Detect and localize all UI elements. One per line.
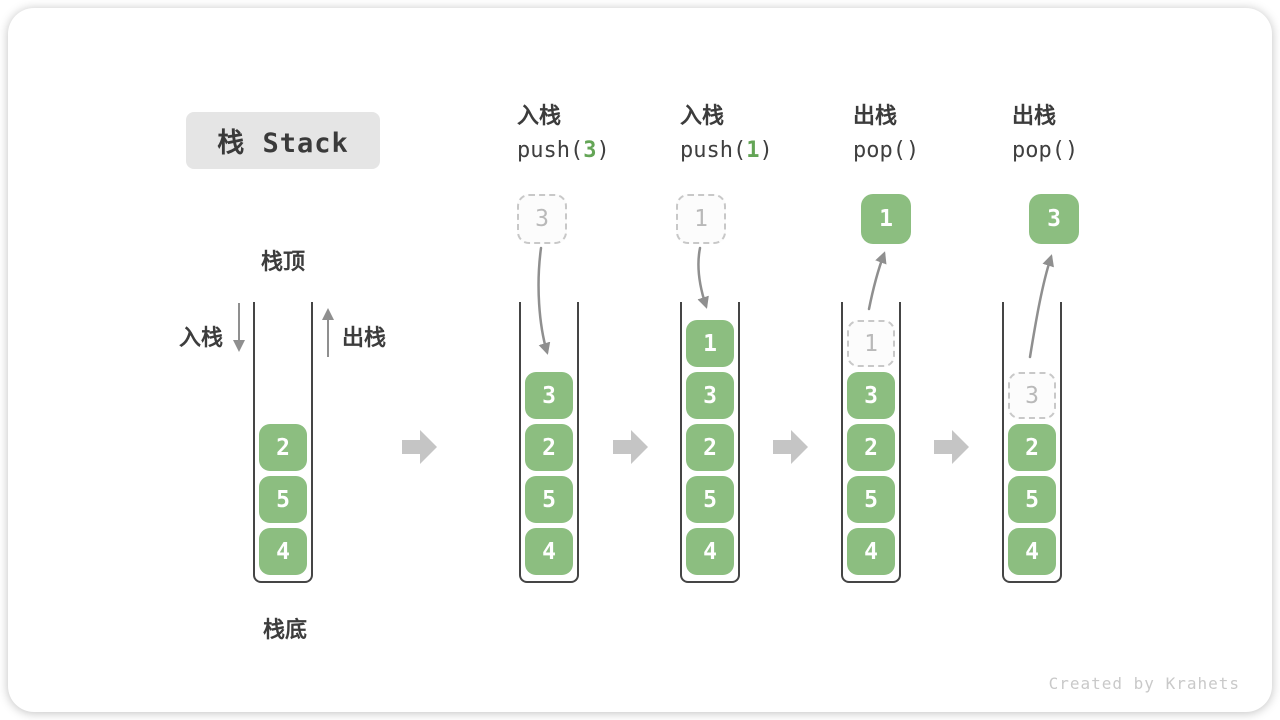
label-push-side: 入栈 — [179, 326, 224, 351]
op-code-post: ) — [1064, 138, 1079, 164]
label-stack-top: 栈顶 — [260, 250, 306, 275]
stack-cell: 3 — [686, 372, 734, 419]
op-label-pop-3: 出栈 pop() — [1012, 104, 1078, 163]
stack-cell: 3 — [525, 372, 573, 419]
push-curve-arrow-icon — [537, 246, 551, 355]
diagram-title: 栈 Stack — [186, 112, 380, 169]
stack-cell: 5 — [259, 476, 307, 523]
stack-cell: 3 — [847, 372, 895, 419]
op-code-pre: push( — [680, 138, 747, 164]
diagram-title-text: 栈 Stack — [217, 128, 349, 159]
stack-cell-ghost: 3 — [1008, 372, 1056, 419]
op-label-push-3: 入栈 push(3) — [517, 104, 610, 163]
stack-container-5 — [1002, 302, 1062, 583]
stack-cell: 4 — [259, 528, 307, 575]
op-label-push-1: 入栈 push(1) — [680, 104, 773, 163]
stack-cell: 4 — [847, 528, 895, 575]
op-code: pop() — [1012, 138, 1078, 163]
stack-cell: 4 — [686, 528, 734, 575]
floating-cell-ghost: 3 — [517, 194, 567, 244]
op-code-post: ) — [596, 138, 610, 164]
floating-cell: 1 — [861, 194, 911, 244]
step-block-arrow-icon — [773, 430, 808, 464]
op-code-pre: push( — [517, 138, 584, 164]
stack-container-3 — [680, 302, 740, 583]
step-block-arrow-icon — [613, 430, 648, 464]
step-block-arrow-icon — [402, 430, 437, 464]
op-code-post: ) — [759, 138, 773, 164]
stack-cell: 4 — [525, 528, 573, 575]
op-code: push(3) — [517, 138, 610, 163]
op-code-pre: pop( — [1012, 138, 1065, 164]
stack-container-4 — [841, 302, 901, 583]
stack-cell: 5 — [1008, 476, 1056, 523]
stack-cell: 2 — [1008, 424, 1056, 471]
floating-cell: 3 — [1029, 194, 1079, 244]
stack-cell-ghost: 1 — [847, 320, 895, 367]
op-code-post: ) — [905, 138, 920, 164]
stack-container-1 — [253, 302, 313, 583]
stack-cell: 5 — [525, 476, 573, 523]
stack-cell: 4 — [1008, 528, 1056, 575]
pop-curve-arrow-icon — [867, 251, 887, 311]
stack-cell: 5 — [686, 476, 734, 523]
stack-cell: 2 — [525, 424, 573, 471]
op-name: 入栈 — [517, 104, 562, 129]
op-code-arg: 1 — [746, 138, 760, 164]
stack-cell: 2 — [686, 424, 734, 471]
label-pop-side: 出栈 — [342, 326, 387, 351]
op-code: push(1) — [680, 138, 773, 163]
pop-curve-arrow-icon — [1028, 254, 1054, 359]
stack-cell: 2 — [847, 424, 895, 471]
stack-cell: 1 — [686, 320, 734, 367]
watermark: Created by Krahets — [1048, 674, 1240, 693]
op-code-pre: pop( — [853, 138, 906, 164]
op-name: 出栈 — [853, 104, 898, 129]
floating-cell-ghost: 1 — [676, 194, 726, 244]
op-code: pop() — [853, 138, 919, 163]
op-label-pop-1: 出栈 pop() — [853, 104, 919, 163]
stack-cell: 2 — [259, 424, 307, 471]
push-curve-arrow-icon — [697, 246, 709, 309]
stack-container-2 — [519, 302, 579, 583]
stack-cell: 5 — [847, 476, 895, 523]
op-code-arg: 3 — [583, 138, 597, 164]
op-name: 出栈 — [1012, 104, 1057, 129]
label-stack-bottom: 栈底 — [262, 618, 308, 643]
step-block-arrow-icon — [934, 430, 969, 464]
op-name: 入栈 — [680, 104, 725, 129]
